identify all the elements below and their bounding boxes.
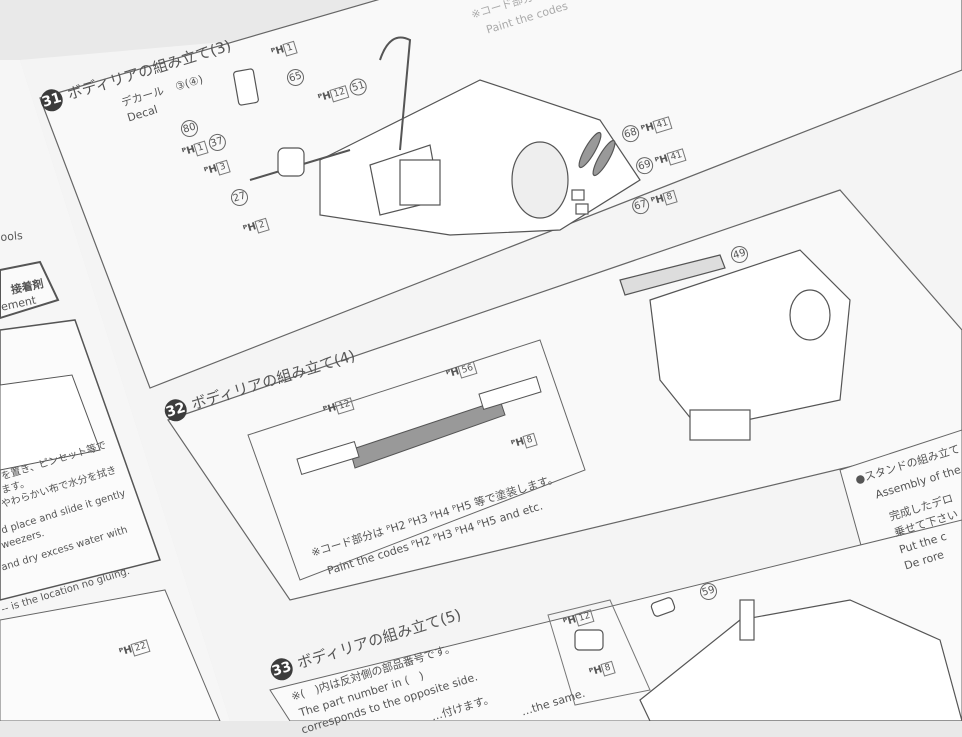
- cord-drawing: [296, 375, 542, 476]
- car-rear-drawing: [233, 36, 641, 236]
- car-underside-drawing: [619, 249, 851, 441]
- lower-left-box: [0, 589, 221, 721]
- cement-box: [0, 260, 60, 320]
- decal-figure-box: [0, 374, 101, 471]
- part59-detail-box: [547, 599, 651, 706]
- tools-text: ools: [0, 229, 24, 244]
- car-interior-drawing: [574, 597, 962, 721]
- instruction-sheet-drawing: [0, 0, 962, 721]
